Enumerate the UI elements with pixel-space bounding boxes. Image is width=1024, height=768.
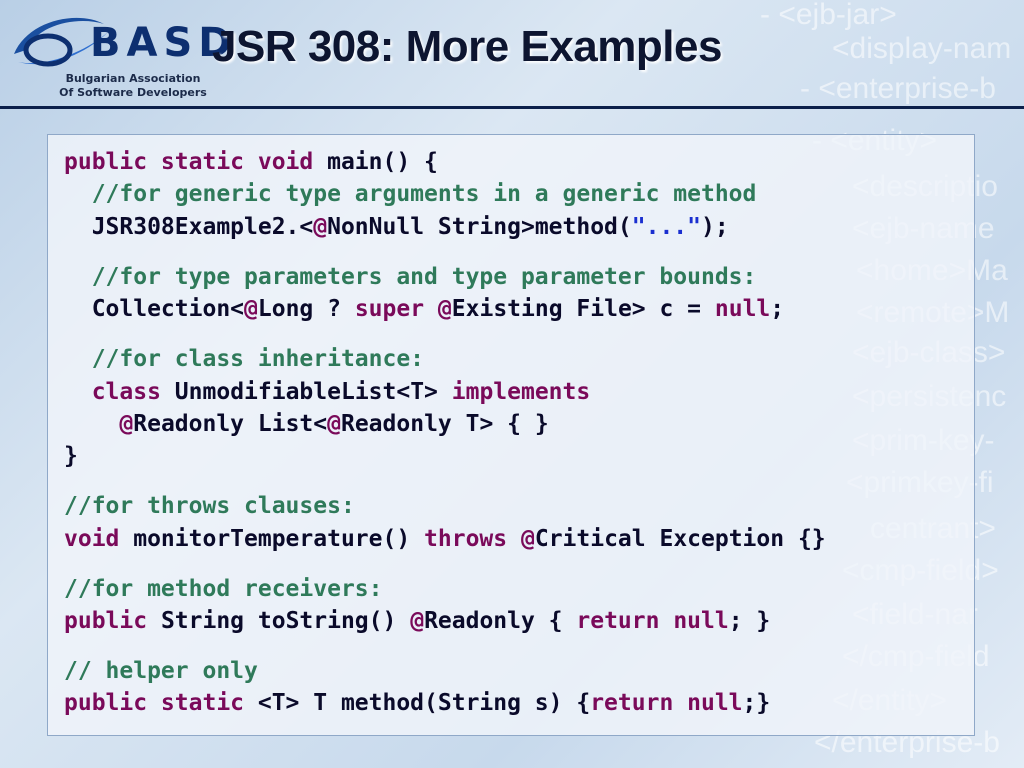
code-text: monitorTemperature() <box>119 525 425 552</box>
code-comment: //for generic type arguments in a generi… <box>64 181 757 208</box>
code-text: NonNull String>method( <box>327 213 632 240</box>
code-text <box>64 411 119 437</box>
code-line: public static <T> T method(String s) {re… <box>64 687 826 719</box>
logo-subtitle-line1: Bulgarian Association <box>65 72 201 85</box>
code-text: ;} <box>742 690 771 717</box>
code-comment: //for method receivers: <box>64 575 383 602</box>
code-keyword: @ <box>119 410 134 437</box>
code-text: Readonly T> { } <box>340 410 549 437</box>
code-text: ; <box>770 296 785 323</box>
code-text <box>424 296 438 322</box>
code-string: "..." <box>631 213 701 240</box>
logo-subtitle: Bulgarian Association Of Software Develo… <box>48 72 218 100</box>
basd-logo: BASD Bulgarian Association Of Software D… <box>8 6 231 102</box>
header-divider <box>0 106 1024 109</box>
code-keyword: @ <box>327 410 341 437</box>
code-text: <T> T method(String s) { <box>244 690 591 717</box>
code-line: public static void main() { <box>64 146 826 178</box>
code-text: } <box>64 443 78 470</box>
code-text: Readonly { <box>424 608 577 635</box>
code-text: main() { <box>313 149 438 175</box>
code-keyword: @ <box>520 525 535 552</box>
code-line: public String toString() @Readonly { ret… <box>64 605 826 637</box>
code-keyword: implements <box>451 378 591 405</box>
code-comment: // helper only <box>64 658 258 685</box>
code-keyword: public static void <box>64 149 314 175</box>
code-keyword: @ <box>313 213 328 240</box>
code-line-gap <box>64 473 826 491</box>
code-keyword: @ <box>437 296 452 323</box>
code-text: String toString() <box>147 608 411 635</box>
code-line: JSR308Example2.<@NonNull String>method("… <box>64 211 826 243</box>
code-line-gap <box>64 243 826 261</box>
code-comment: //for throws clauses: <box>64 493 355 520</box>
code-panel <box>47 134 975 736</box>
code-keyword: class <box>91 378 161 405</box>
code-line: class UnmodifiableList<T> implements <box>64 376 826 408</box>
code-keyword: @ <box>244 296 258 323</box>
code-keyword: return null <box>576 608 729 635</box>
code-line: //for method receivers: <box>64 573 826 605</box>
logo-wordmark: BASD <box>90 20 238 66</box>
code-line-gap <box>64 637 826 655</box>
code-text: ); <box>701 213 729 240</box>
code-text <box>507 526 521 552</box>
code-text: UnmodifiableList<T> <box>160 378 452 405</box>
code-keyword: null <box>714 296 771 323</box>
code-line: } <box>64 440 826 472</box>
code-line: @Readonly List<@Readonly T> { } <box>64 408 826 440</box>
code-keyword: @ <box>410 608 425 635</box>
code-keyword: void <box>64 525 120 552</box>
code-keyword: throws <box>424 525 508 552</box>
code-text: Long ? <box>257 296 355 323</box>
code-keyword: return null <box>590 690 743 717</box>
slide-title: JSR 308: More Examples <box>212 22 722 71</box>
code-line: void monitorTemperature() throws @Critic… <box>64 523 826 555</box>
slide-header: BASD Bulgarian Association Of Software D… <box>0 0 1024 106</box>
code-comment: //for class inheritance: <box>64 346 425 373</box>
code-comment: //for type parameters and type parameter… <box>64 263 757 290</box>
code-text <box>64 379 92 405</box>
code-line: //for class inheritance: <box>64 343 826 375</box>
code-line: // helper only <box>64 655 826 687</box>
code-line: //for type parameters and type parameter… <box>64 261 826 293</box>
code-line: Collection<@Long ? super @Existing File>… <box>64 293 826 325</box>
code-keyword: public static <box>64 690 245 717</box>
code-keyword: public <box>64 608 148 635</box>
code-line: //for throws clauses: <box>64 490 826 522</box>
code-text: Critical Exception {} <box>534 525 826 552</box>
code-line-gap <box>64 555 826 573</box>
logo-subtitle-line2: Of Software Developers <box>59 86 207 99</box>
code-keyword: super <box>354 296 425 323</box>
code-text: Existing File> c = <box>451 296 715 323</box>
code-text: Readonly List< <box>133 410 328 437</box>
code-text: Collection< <box>64 296 245 323</box>
logo-swoosh-icon <box>14 17 108 67</box>
code-line-gap <box>64 326 826 344</box>
code-line: //for generic type arguments in a generi… <box>64 178 826 210</box>
code-text: JSR308Example2.< <box>64 213 314 240</box>
code-text: ; } <box>728 608 771 635</box>
code-listing: public static void main() { //for generi… <box>64 146 826 720</box>
